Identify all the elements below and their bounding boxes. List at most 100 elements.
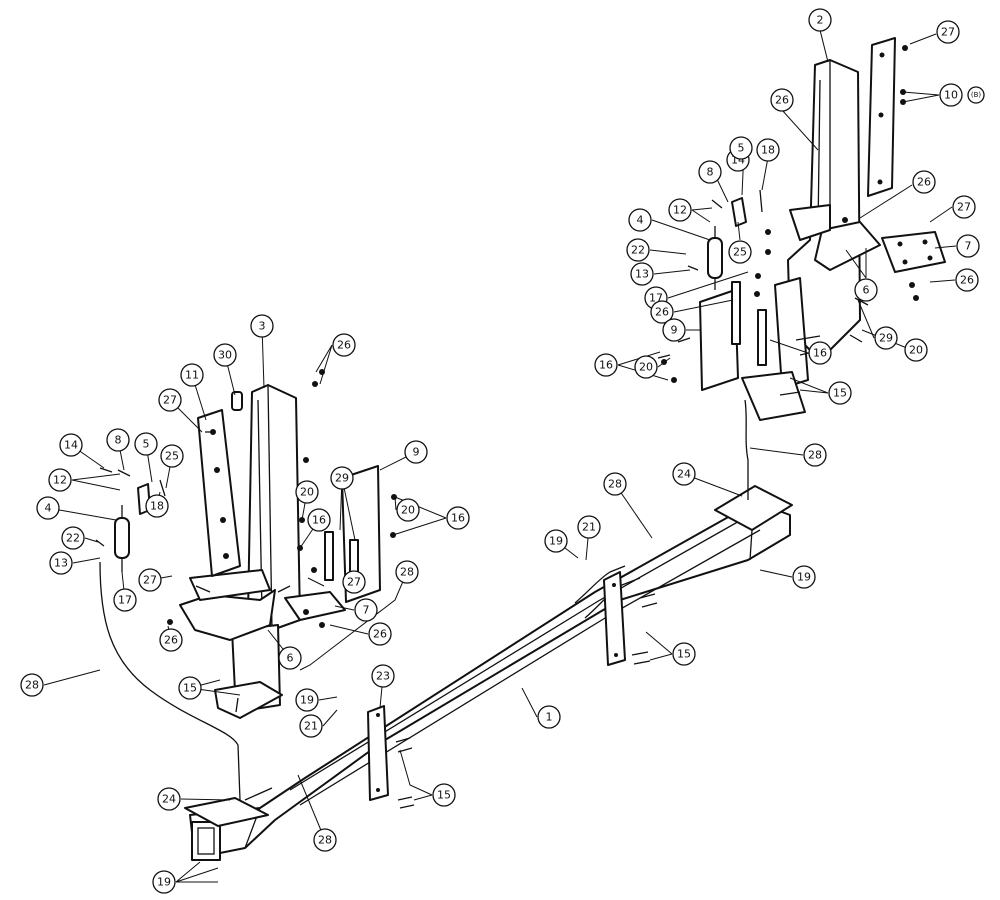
callout-label: 8 [707,166,714,179]
callout-label: 26 [164,634,178,647]
callout-label: 27 [957,201,971,214]
callout-bubble: 27 [138,568,162,592]
callout-label: 15 [833,387,847,400]
callout-bubble: 28 [603,472,627,496]
callout-label: 29 [335,472,349,485]
callout-bubble: 12 [668,198,692,222]
callout-bubble: 16 [307,508,331,532]
callout-bubble: 20 [634,355,658,379]
callout-bubble: 22 [61,526,85,550]
callout-label: 17 [118,594,132,607]
callout-bubble: 12 [48,468,72,492]
callout-label: 18 [150,500,164,513]
callout-bubble: 20 [295,480,319,504]
left-cylinder-assembly [95,467,166,572]
callout-bubble: 9 [662,318,686,342]
callout-bubble: 16 [594,353,618,377]
callout-bubble: 15 [178,676,202,700]
callout-label: 20 [639,361,653,374]
callout-bubble: 13 [49,551,73,575]
callout-label: 10 [944,89,958,102]
callout-label: 5 [738,142,745,155]
callout-label: 18 [761,144,775,157]
right-side-plate [867,37,896,197]
callout-bubble: 30 [213,343,237,367]
callout-label: 21 [304,720,318,733]
callout-label: 28 [400,566,414,579]
note-label: (B) [971,91,982,99]
callout-bubble: 2 [808,8,832,32]
callout-label: 4 [45,502,52,515]
callout-bubble: 8 [698,160,722,184]
left-mast [179,384,346,719]
callout-label: 25 [165,450,179,463]
callout-bubble: 3 [250,314,274,338]
callout-bubble: 26 [650,300,674,324]
callout-label: 1 [546,711,553,724]
callout-label: 9 [671,324,678,337]
callout-label: 28 [318,834,332,847]
callout-label: 5 [143,438,150,451]
callout-bubble: 25 [728,240,752,264]
callout-bubble: 28 [20,673,44,697]
callout-label: 6 [863,284,870,297]
callout-bubble: 4 [628,208,652,232]
callout-bubble: 6 [854,278,878,302]
beam-bracket-left [367,705,389,801]
callout-label: 23 [376,670,390,683]
callout-bubble: 28 [803,443,827,467]
callout-bubble: 23 [371,664,395,688]
callout-label: 19 [797,571,811,584]
callout-bubble: 17 [113,588,137,612]
callout-label: 16 [599,359,613,372]
callout-bubble: 27 [342,570,366,594]
callout-bubble: 26 [368,622,392,646]
callout-bubble: 7 [956,234,980,258]
note-bubble: (B) [967,86,985,104]
callout-bubble: 10 [939,83,963,107]
right-cover-plate [699,289,739,391]
callout-bubble: 18 [145,494,169,518]
beam-bracket-right [603,571,626,666]
callout-label: 7 [965,240,972,253]
callout-bubble: 28 [395,560,419,584]
callout-label: 27 [347,576,361,589]
callout-bubble: 18 [756,138,780,162]
callout-bubble: 25 [160,444,184,468]
right-cylinder-assembly [687,189,763,290]
callout-bubble: 27 [158,388,182,412]
callout-bubble: 4 [36,496,60,520]
callout-bubble: 22 [626,238,650,262]
callout-bubble: 15 [672,642,696,666]
right-rods [731,281,767,366]
callout-bubble: 8 [106,428,130,452]
callout-bubble: 15 [432,783,456,807]
callout-bubble: 26 [912,170,936,194]
callout-label: 4 [637,214,644,227]
callout-label: 24 [162,793,176,806]
callout-bubble: 28 [313,828,337,852]
callout-bubble: 15 [828,381,852,405]
callout-label: 25 [733,246,747,259]
callout-label: 16 [312,514,326,527]
callout-label: 26 [960,274,974,287]
callout-label: 6 [287,652,294,665]
callout-label: 19 [549,535,563,548]
callout-bubble: 27 [936,20,960,44]
callout-label: 22 [631,244,645,257]
cables [99,399,749,801]
callout-label: 27 [941,26,955,39]
callout-label: 22 [66,532,80,545]
cross-beam [184,485,793,861]
callout-label: 3 [259,320,266,333]
callout-label: 26 [917,176,931,189]
callout-bubble: 29 [330,466,354,490]
callout-label: 28 [808,449,822,462]
callout-label: 12 [53,474,67,487]
callout-label: 24 [677,468,691,481]
callout-label: 16 [451,512,465,525]
callout-label: 2 [817,14,824,27]
callout-label: 15 [677,648,691,661]
callout-bubble: 19 [152,870,176,894]
callout-label: 20 [401,504,415,517]
